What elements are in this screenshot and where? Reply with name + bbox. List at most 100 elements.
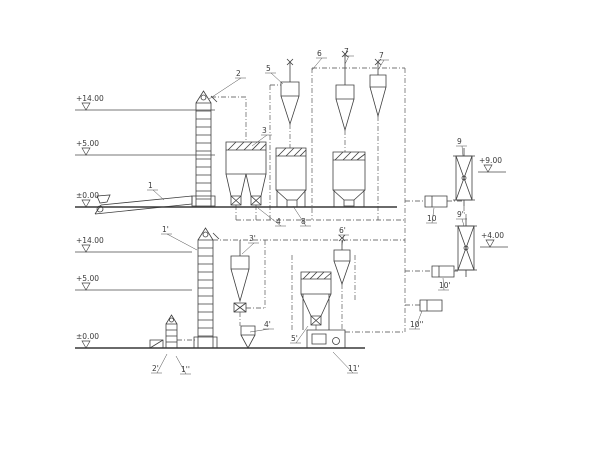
feed-hopper-inlet bbox=[97, 195, 110, 203]
callout-leader bbox=[250, 329, 269, 332]
duct-line bbox=[464, 206, 466, 218]
cyclone-body bbox=[334, 250, 350, 261]
datum-triangle-icon bbox=[82, 103, 90, 110]
elevator-boot bbox=[194, 337, 217, 348]
callout-label: 6' bbox=[339, 226, 346, 235]
cyclone-5 bbox=[281, 59, 299, 124]
callout-label: 2' bbox=[152, 364, 159, 373]
cyclone-7a bbox=[336, 51, 354, 130]
elevator-head bbox=[166, 315, 177, 324]
outlet-valve bbox=[287, 200, 297, 207]
callout-label: 11' bbox=[348, 364, 360, 373]
callout-leader bbox=[415, 311, 422, 329]
datum-triangle-icon bbox=[484, 165, 492, 172]
datum-triangle-icon bbox=[82, 341, 90, 348]
callout-label: 2 bbox=[236, 69, 241, 78]
elevation-marker: +5.00 bbox=[75, 139, 215, 155]
cyclone-4-prime bbox=[241, 326, 255, 348]
datum-triangle-icon bbox=[82, 245, 90, 252]
callout-label: 10'' bbox=[410, 320, 424, 329]
callout-leader bbox=[252, 135, 267, 146]
callout-label: 6 bbox=[317, 49, 322, 58]
callout-leader bbox=[432, 208, 434, 223]
cyclone-cone bbox=[370, 87, 386, 116]
fan-10-double-prime bbox=[420, 300, 442, 311]
datum-triangle-icon bbox=[82, 283, 90, 290]
elevation-label: +14.00 bbox=[76, 94, 104, 103]
separator-9 bbox=[453, 148, 475, 206]
separator-9-prime-part bbox=[458, 226, 474, 270]
cyclone-body bbox=[370, 75, 386, 87]
callout: 10'' bbox=[409, 311, 424, 329]
elevation-label: +5.00 bbox=[76, 139, 99, 148]
bucket-belt bbox=[198, 248, 213, 336]
callout-label: 3' bbox=[249, 234, 256, 243]
elevation-label: +5.00 bbox=[76, 274, 99, 283]
callout: 1' bbox=[161, 225, 197, 250]
machine-11-prime-part bbox=[312, 334, 326, 344]
internal-lattice bbox=[456, 156, 472, 200]
flow-mark-icon bbox=[287, 59, 293, 65]
datum-triangle-icon bbox=[82, 200, 90, 207]
inclined-screw-conveyor-part bbox=[97, 206, 103, 212]
callout-label: 10 bbox=[427, 214, 437, 223]
cyclone-cone bbox=[241, 335, 255, 348]
elevation-marker: +14.00 bbox=[75, 236, 192, 252]
callout-label: 9' bbox=[457, 210, 464, 219]
callout-leader bbox=[333, 352, 353, 373]
callout: 3' bbox=[242, 234, 259, 254]
callout-label: 5 bbox=[266, 64, 271, 73]
feeder-1-double-prime bbox=[150, 340, 163, 348]
machine-11-prime-part bbox=[333, 338, 340, 345]
duct-line bbox=[312, 68, 405, 220]
callout-label: 1' bbox=[162, 225, 169, 234]
fan-10-part bbox=[425, 196, 447, 207]
callout-label: 8 bbox=[301, 217, 306, 226]
callout-leader bbox=[157, 354, 167, 373]
callout-label: 7 bbox=[379, 51, 384, 60]
elevation-marker: +5.00 bbox=[75, 274, 192, 290]
bucket-belt bbox=[166, 330, 177, 342]
separator-9-part bbox=[462, 176, 466, 180]
elevation-label: ±0.00 bbox=[76, 332, 99, 341]
callout: 6' bbox=[338, 226, 349, 245]
datum-triangle-icon bbox=[82, 148, 90, 155]
fan-10-prime-part bbox=[432, 266, 454, 277]
bucket-elevator-1-prime bbox=[194, 228, 219, 348]
inclined-screw-conveyor bbox=[95, 195, 192, 214]
callout: 11' bbox=[333, 352, 360, 373]
elevation-marker: +4.00 bbox=[480, 231, 508, 247]
callout: 4 bbox=[258, 208, 286, 226]
head-pulley bbox=[201, 95, 206, 100]
double-cone-bin-3-part bbox=[226, 142, 266, 174]
elevation-marker: ±0.00 bbox=[75, 191, 397, 207]
hopper-5-prime bbox=[301, 272, 331, 330]
hatch-band bbox=[276, 148, 306, 156]
cyclone-6-prime bbox=[334, 235, 350, 284]
callout: 2' bbox=[151, 354, 167, 373]
cyclone-cone bbox=[231, 269, 249, 301]
bin-under-cyclone-7 bbox=[333, 152, 365, 207]
callout-leader bbox=[443, 278, 444, 290]
callout: 10 bbox=[426, 208, 437, 223]
callout-label: 4' bbox=[264, 320, 271, 329]
double-cone-bin-3-part bbox=[231, 196, 241, 205]
callout-leader bbox=[462, 219, 464, 226]
double-cone-bin-3 bbox=[226, 142, 266, 205]
flanges bbox=[453, 148, 475, 206]
callout: 4' bbox=[250, 320, 274, 332]
callout: 5' bbox=[290, 326, 308, 343]
discharge-spout bbox=[213, 233, 219, 239]
duct-line bbox=[211, 97, 246, 142]
bin-under-cyclone-7-part bbox=[333, 152, 365, 190]
callout: 7 bbox=[378, 51, 389, 70]
elevation-label: +4.00 bbox=[481, 231, 504, 240]
cyclone-body bbox=[281, 82, 299, 96]
hopper-5-prime-part bbox=[311, 316, 321, 325]
callout-leader bbox=[167, 234, 197, 250]
elevation-marker: +14.00 bbox=[75, 94, 215, 110]
callout-leader bbox=[296, 326, 308, 343]
cyclone-cone bbox=[336, 99, 354, 130]
cyclone-body bbox=[336, 85, 354, 99]
callout-leader bbox=[378, 60, 384, 70]
